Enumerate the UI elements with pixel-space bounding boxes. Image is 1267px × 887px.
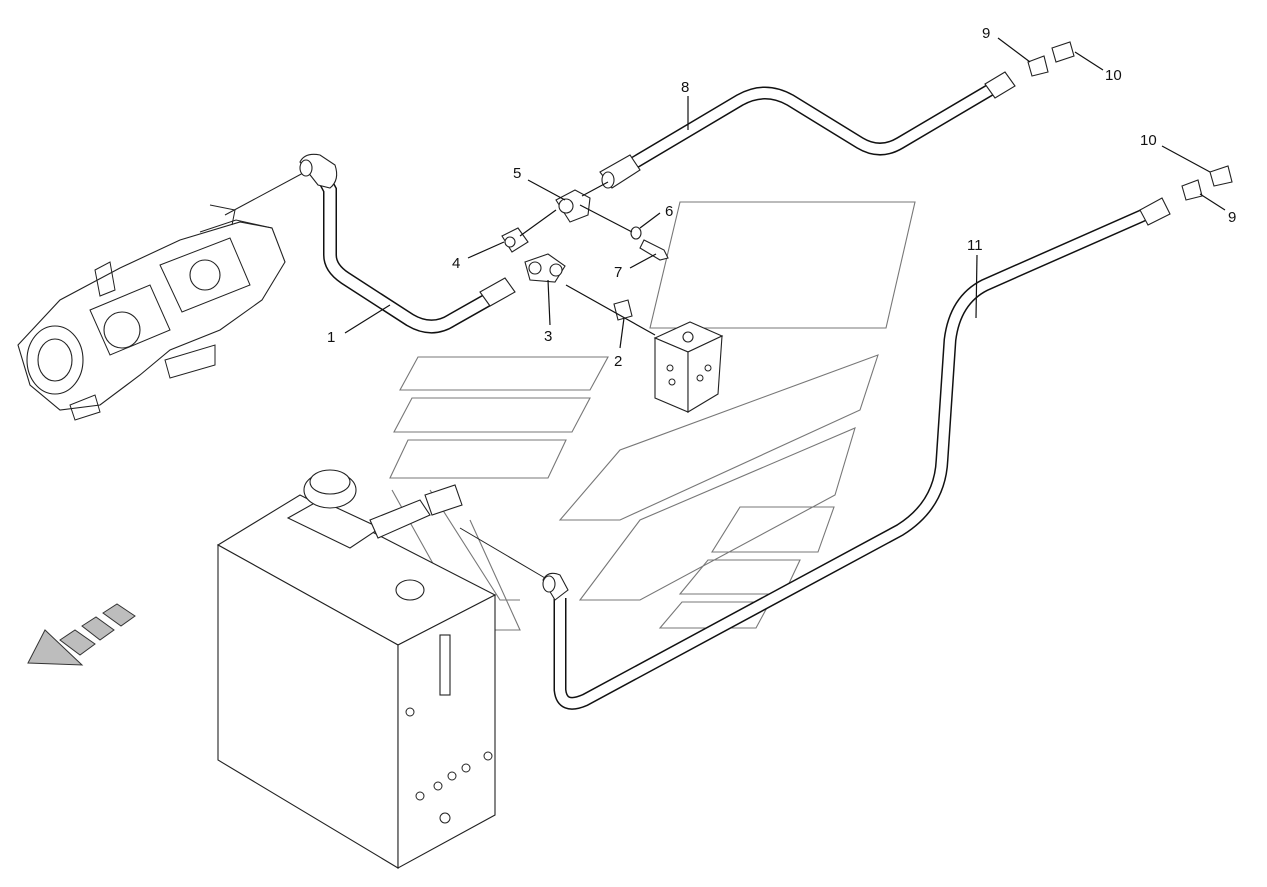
callout-9-right: 9 [1228, 209, 1236, 226]
callout-4: 4 [452, 255, 460, 272]
hose-8 [599, 71, 1016, 189]
callout-3: 3 [544, 328, 552, 345]
valve-block [653, 321, 724, 413]
front-direction-arrow-icon [27, 603, 136, 666]
callout-5: 5 [513, 165, 521, 182]
callout-11: 11 [967, 237, 983, 254]
callout-2: 2 [614, 353, 622, 370]
callout-1: 1 [327, 329, 335, 346]
callout-10-upper: 10 [1105, 67, 1122, 84]
hose-11 [542, 197, 1171, 710]
fitting-9-10-upper [1027, 41, 1075, 77]
fitting-4-adapter [501, 227, 529, 253]
brand-watermark-icon [389, 201, 916, 631]
fitting-9-10-right [1181, 165, 1233, 201]
hose-1 [299, 153, 516, 334]
callout-6: 6 [665, 203, 673, 220]
fitting-5-tee [555, 189, 591, 223]
hydraulic-pump [17, 204, 286, 421]
callout-7: 7 [614, 264, 622, 281]
fitting-7-plug [639, 239, 669, 261]
callout-8: 8 [681, 79, 689, 96]
callout-9-upper: 9 [982, 25, 990, 42]
callout-labels: 1 2 3 4 5 6 7 8 9 10 10 9 11 [327, 25, 1236, 370]
hydraulic-tank [216, 469, 497, 869]
callout-10-right: 10 [1140, 132, 1157, 149]
fitting-3-tee [524, 253, 566, 283]
fitting-6-oring [630, 226, 642, 240]
leader-lines [344, 37, 1226, 349]
